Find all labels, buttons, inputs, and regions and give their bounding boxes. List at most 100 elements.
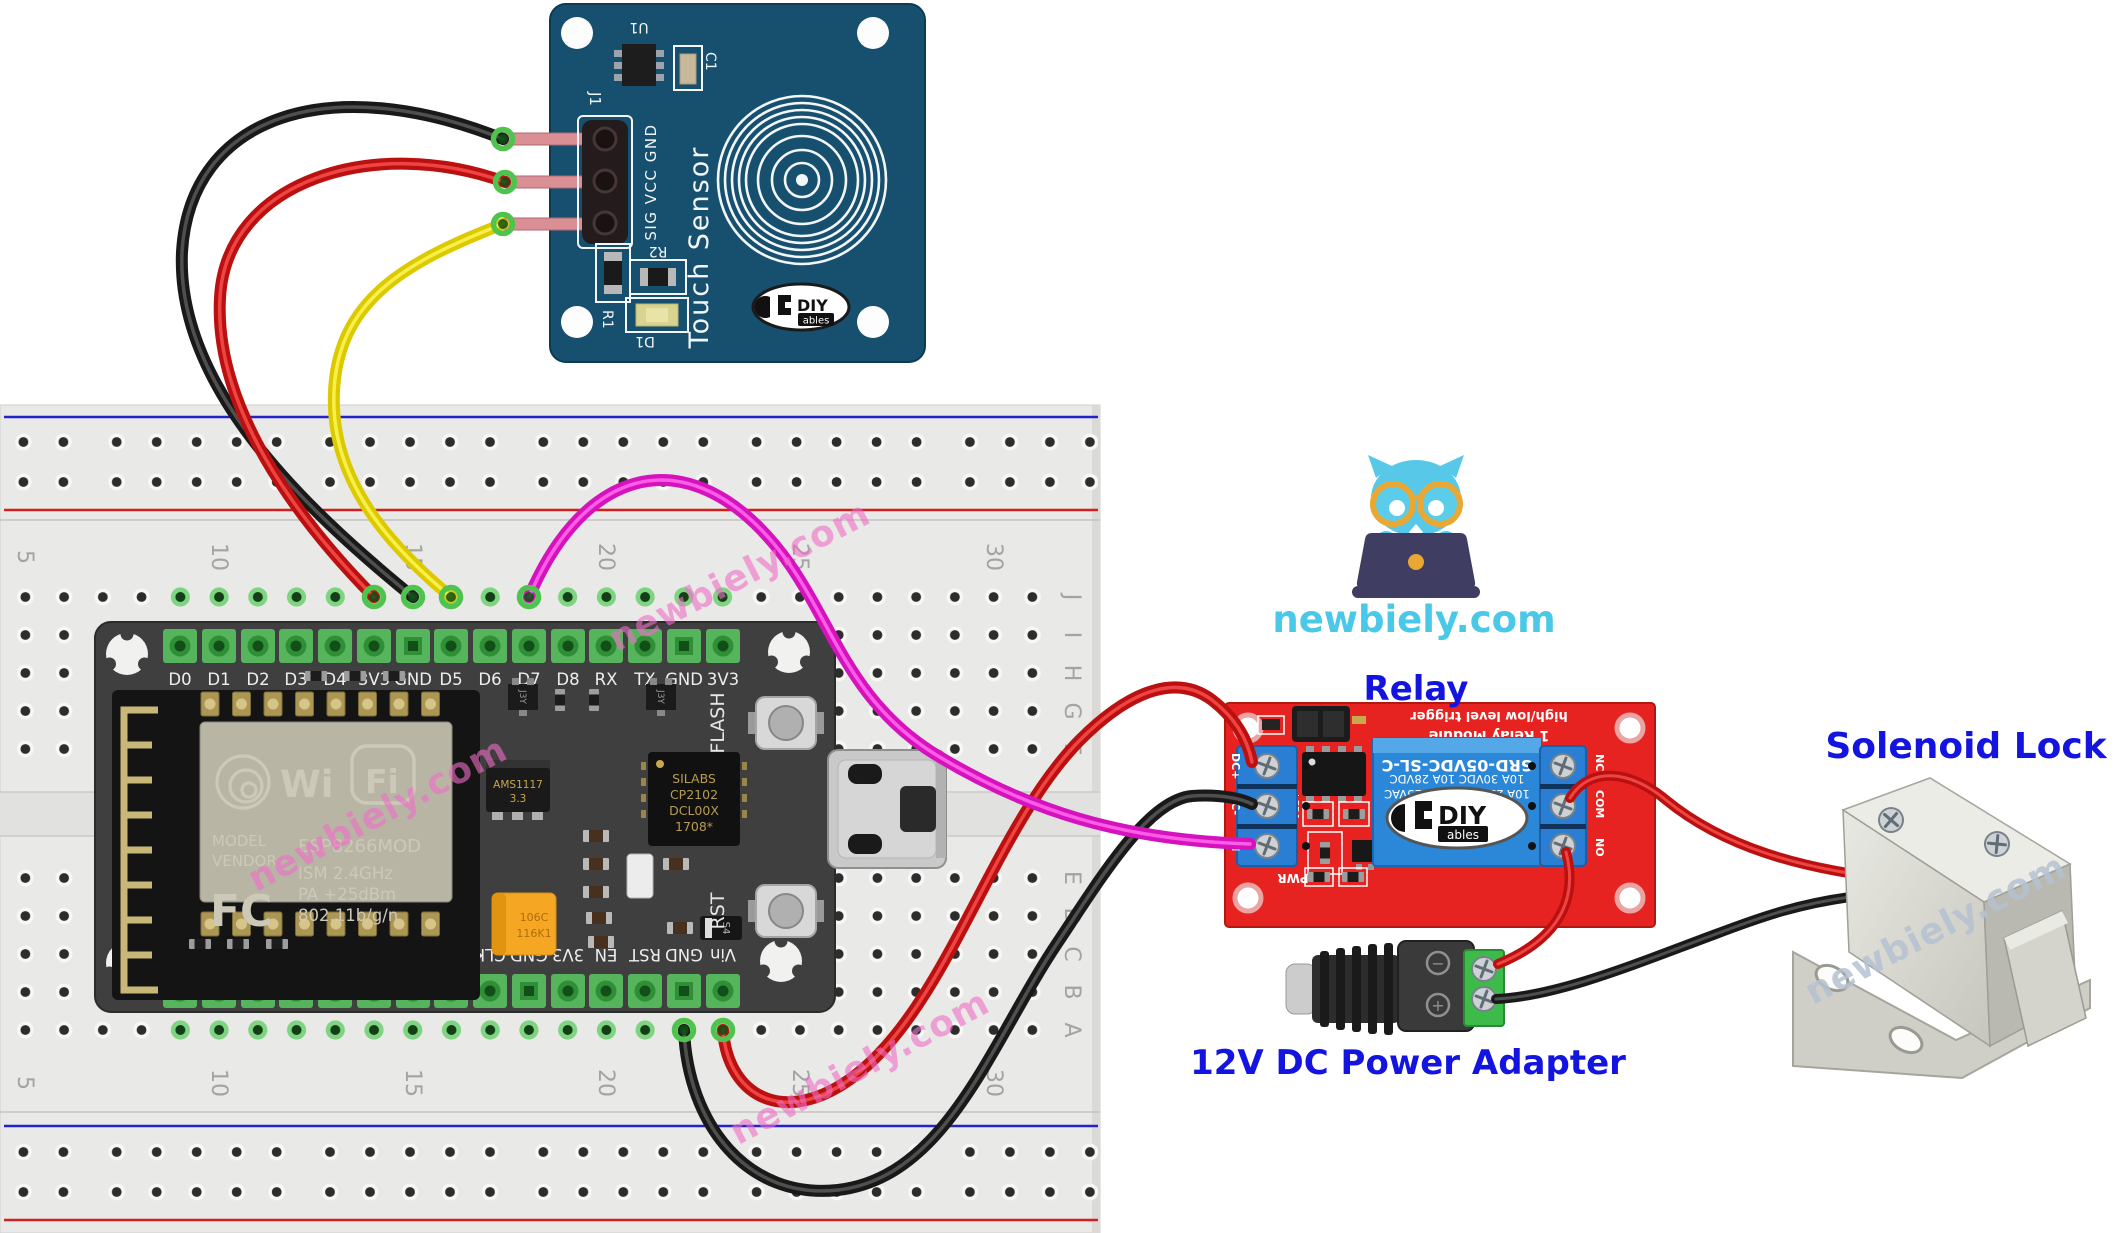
- svg-text:ISM 2.4GHz: ISM 2.4GHz: [298, 864, 393, 883]
- wire-red-no-adapter: [1493, 847, 1575, 969]
- pwr-silk: PWR: [1277, 871, 1308, 885]
- svg-text:J3Y: J3Y: [655, 689, 665, 704]
- ic-u1: U1: [614, 19, 664, 86]
- svg-text:J3Y: J3Y: [517, 689, 527, 704]
- touch-sensor-module: J1 SIG VCC GND Touch Sensor U1 C1 R1 R2 …: [499, 3, 926, 363]
- svg-text:ESP8266MOD: ESP8266MOD: [298, 836, 421, 857]
- svg-text:D8: D8: [556, 670, 579, 689]
- output-terminal-labels: NC COM NO: [1593, 754, 1606, 857]
- svg-text:A: A: [1059, 1022, 1084, 1037]
- svg-text:3.3: 3.3: [510, 793, 527, 805]
- svg-text:NO: NO: [1593, 838, 1606, 857]
- svg-text:116K1: 116K1: [516, 927, 551, 940]
- bracket-hole: [1814, 963, 1850, 993]
- svg-text:D0: D0: [168, 670, 191, 689]
- svg-text:MODEL: MODEL: [212, 832, 267, 850]
- svg-text:20: 20: [593, 543, 618, 571]
- svg-text:high/low level trigger: high/low level trigger: [1410, 708, 1568, 723]
- wire-red-com-solenoid: [1565, 770, 1907, 885]
- micro-usb-port: [827, 749, 947, 869]
- svg-text:PA +25dBm: PA +25dBm: [298, 885, 396, 904]
- switch-output-terminal: [1528, 745, 1587, 867]
- tantalum-capacitor: 106C 116K1: [491, 892, 557, 956]
- latch-bolt-bevel: [2004, 911, 2068, 950]
- silk-pwr-resistors: [1304, 867, 1368, 887]
- svg-text:CP2102: CP2102: [670, 787, 718, 802]
- svg-text:D2: D2: [246, 670, 269, 689]
- power-adapter-annotation: 12V DC Power Adapter: [1190, 1043, 1626, 1083]
- highlighted-holes-row-a: [161, 1013, 743, 1047]
- svg-text:G: G: [1059, 702, 1084, 719]
- power-rail-holes-top: [0, 424, 1098, 500]
- svg-text:10A 30VDC 10A 28VDC: 10A 30VDC 10A 28VDC: [1390, 772, 1525, 786]
- flash-button: FLASH: [707, 692, 824, 754]
- smd-component: [626, 853, 654, 899]
- mounting-holes: [561, 17, 889, 338]
- newbiely-logo: newbiely.com: [1272, 455, 1556, 641]
- relay-ratings-text: SRD-05VDC-SL-C 10A 30VDC 10A 28VDC 10A 2…: [1382, 756, 1533, 801]
- touch-pad-icon: [716, 94, 888, 266]
- svg-text:25: 25: [787, 1069, 812, 1097]
- svg-text:RST: RST: [707, 892, 729, 929]
- resistor-r2: R2: [629, 243, 687, 295]
- svg-text:+: +: [1431, 996, 1444, 1015]
- svg-text:SRD-05VDC-SL-C: SRD-05VDC-SL-C: [1382, 756, 1533, 775]
- relay-annotation: Relay: [1364, 669, 1469, 709]
- wire-yellow-sensor-sig: [327, 218, 509, 603]
- svg-text:D1: D1: [207, 670, 230, 689]
- solenoid-lock: [1792, 777, 2091, 1080]
- j1-label: J1: [586, 91, 604, 106]
- svg-text:15: 15: [400, 1069, 425, 1097]
- transistor-j3y: J3Y: [508, 678, 538, 716]
- svg-text:B: B: [1059, 984, 1084, 999]
- castellated-pads-top: [200, 691, 440, 717]
- wire-red-vin-dcplus: [717, 681, 1258, 1109]
- svg-text:GND: GND: [665, 945, 703, 964]
- svg-text:VENDOR: VENDOR: [212, 852, 277, 870]
- svg-text:DIY: DIY: [797, 296, 828, 315]
- svg-text:S4: S4: [720, 922, 731, 935]
- svg-text:D5: D5: [439, 670, 462, 689]
- diyables-logo: DIY ables: [751, 282, 851, 332]
- svg-text:J: J: [1059, 592, 1084, 601]
- svg-text:D1: D1: [635, 333, 655, 349]
- solenoid-annotation: Solenoid Lock: [1825, 726, 2107, 767]
- svg-text:AMS1117: AMS1117: [493, 779, 543, 791]
- svg-text:D4: D4: [323, 670, 346, 689]
- svg-text:10: 10: [206, 1069, 231, 1097]
- svg-text:20: 20: [593, 1069, 618, 1097]
- svg-text:3V3: 3V3: [552, 945, 584, 964]
- svg-text:U1: U1: [629, 19, 648, 35]
- mounting-bracket: [1792, 950, 2091, 1080]
- smd-passives: [189, 671, 693, 949]
- power-rail-holes-bottom: [0, 1134, 1098, 1210]
- svg-text:SILABS: SILABS: [672, 771, 716, 786]
- relay-module: 1 Relay Module high/low level trigger LE…: [1224, 702, 1656, 928]
- wire-black-sensor-gnd: [175, 101, 509, 603]
- barrel-ribs: [1312, 943, 1400, 1035]
- pin-header-j1: [499, 115, 633, 249]
- espressif-swirl-icon: [215, 754, 271, 810]
- svg-text:D3: D3: [284, 670, 307, 689]
- wire-black-adapter-solenoid: [1491, 892, 1855, 1004]
- dc-power-adapter: − +: [1285, 940, 1505, 1035]
- latch-bolt: [2003, 909, 2087, 1048]
- svg-text:COM: COM: [1593, 790, 1606, 818]
- led-d1: D1: [625, 297, 689, 349]
- svg-text:DCL00X: DCL00X: [669, 803, 719, 818]
- wifi-antenna-trace: [120, 706, 158, 994]
- wires: [175, 101, 1907, 1197]
- svg-text:E: E: [1059, 871, 1084, 885]
- svg-text:R2: R2: [649, 243, 668, 259]
- svg-text:ables: ables: [803, 316, 830, 327]
- module-title: Touch Sensor: [684, 146, 715, 350]
- owl-glasses-icon: [1370, 481, 1463, 527]
- svg-text:C: C: [1059, 946, 1084, 961]
- bracket-hole: [1888, 1025, 1924, 1055]
- diyables-logo: DIY ables: [1385, 786, 1529, 850]
- wire-red-sensor-vcc: [213, 157, 511, 603]
- svg-text:FLASH: FLASH: [707, 692, 729, 753]
